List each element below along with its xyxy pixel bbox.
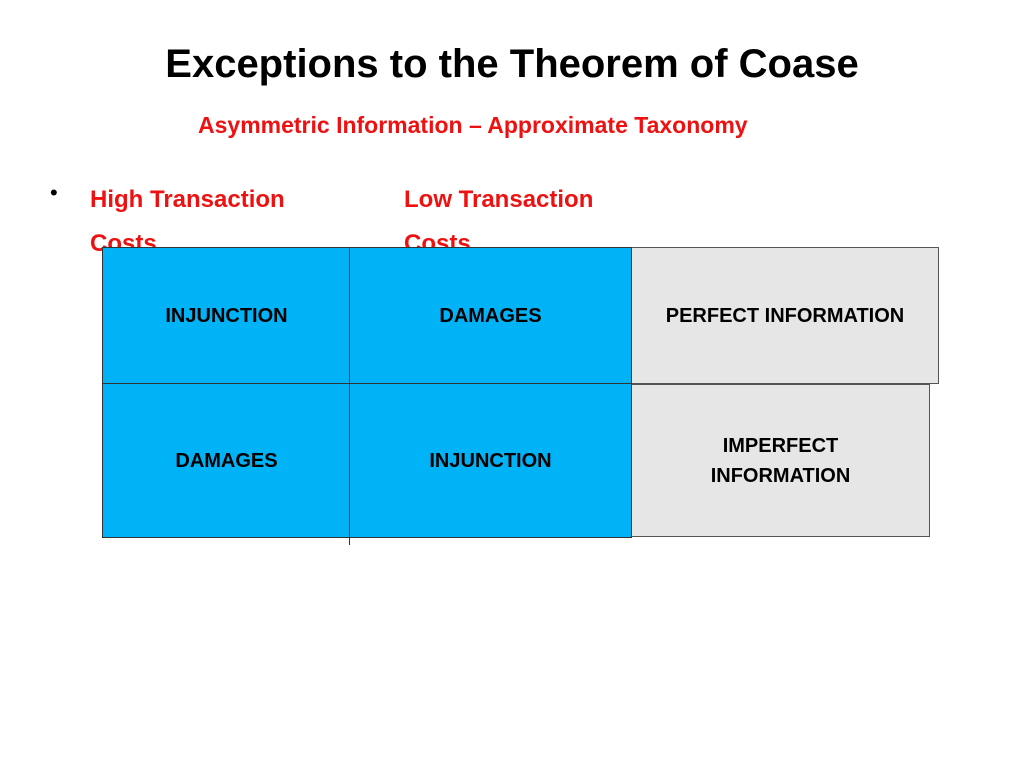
grid-border-left <box>102 247 103 538</box>
column-header-high-line1: High Transaction <box>90 186 285 213</box>
cell-row2-high-label: DAMAGES <box>175 449 278 472</box>
cell-row2-info: IMPERFECT INFORMATION <box>631 384 930 537</box>
cell-row1-low: DAMAGES <box>350 247 631 384</box>
cell-row1-info: PERFECT INFORMATION <box>631 247 939 384</box>
cell-row1-high-label: INJUNCTION <box>165 304 288 327</box>
cell-row2-low-label: INJUNCTION <box>429 449 552 472</box>
grid-border-top <box>103 247 631 248</box>
cell-row2-low: INJUNCTION <box>350 384 631 537</box>
slide-subtitle: Asymmetric Information – Approximate Tax… <box>198 112 748 138</box>
cell-row1-high: INJUNCTION <box>103 247 350 384</box>
cell-row2-info-line1: IMPERFECT <box>722 434 839 457</box>
grid-divider-col1 <box>349 247 350 545</box>
grid-divider-middle-row <box>103 383 631 384</box>
cell-row1-low-label: DAMAGES <box>439 304 542 327</box>
cell-row2-info-line2: INFORMATION <box>710 464 851 487</box>
bullet-point: • <box>50 180 58 205</box>
column-header-high-transaction: High Transaction Costs <box>90 178 285 266</box>
slide-title: Exceptions to the Theorem of Coase <box>165 42 859 86</box>
grid-border-bottom <box>103 537 631 538</box>
cell-row2-high: DAMAGES <box>103 384 350 537</box>
column-header-low-line1: Low Transaction <box>404 186 594 213</box>
cell-row1-info-label: PERFECT INFORMATION <box>665 304 905 327</box>
grid-divider-col2 <box>631 247 632 538</box>
